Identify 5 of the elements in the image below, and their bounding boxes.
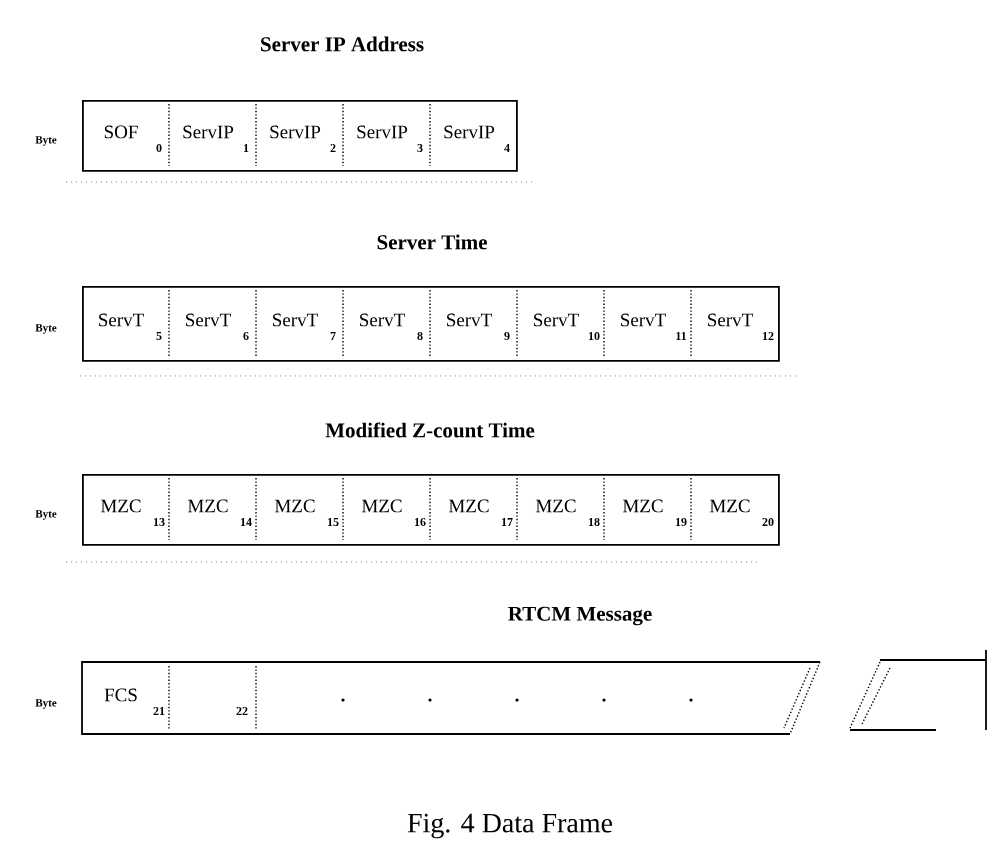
- row-heading: Server Time: [377, 234, 487, 250]
- row-heading: Server IP Address: [261, 36, 424, 52]
- figure-caption: Fig. 4 Data Frame: [407, 813, 613, 839]
- row-heading: RTCM Message: [508, 606, 652, 626]
- row-heading: Modified Z-count Time: [325, 422, 535, 438]
